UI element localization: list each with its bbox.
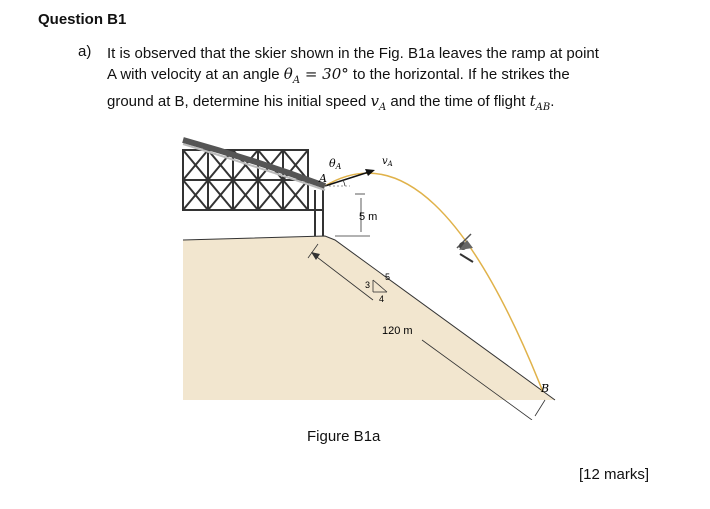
velocity-arrow xyxy=(324,170,373,187)
slope-label-3: 3 xyxy=(365,280,370,290)
time-symbol: tAB xyxy=(529,92,551,113)
length-label: 120 m xyxy=(382,325,413,337)
length-dim-line-b xyxy=(421,339,533,421)
height-label: 5 m xyxy=(359,211,377,223)
question-text: It is observed that the skier shown in t… xyxy=(107,43,687,118)
line3-text-c: . xyxy=(550,93,555,110)
slope-label-5: 5 xyxy=(385,272,390,282)
question-line-1: It is observed that the skier shown in t… xyxy=(107,45,599,62)
skier-icon xyxy=(456,233,474,263)
ramp-deck xyxy=(182,137,327,189)
length-arrow-start xyxy=(311,252,320,260)
theta-equation: θA = 30° xyxy=(283,65,349,86)
slope-label-4: 4 xyxy=(379,294,384,304)
point-a-label: A xyxy=(318,172,327,185)
ramp-deck-edge xyxy=(182,143,326,191)
question-line-2: A with velocity at an angle θA = 30° to … xyxy=(107,64,687,91)
angle-arc xyxy=(342,179,346,187)
theta-label: θA xyxy=(329,157,342,171)
marks-label: [12 marks] xyxy=(579,466,650,483)
figure-caption: Figure B1a xyxy=(307,428,381,445)
length-ext-top xyxy=(307,243,319,259)
question-line-3: ground at B, determine his initial speed… xyxy=(107,91,687,118)
line2-text-a: A with velocity at an angle xyxy=(107,66,284,83)
question-title: Question B1 xyxy=(38,11,127,28)
velocity-label: vA xyxy=(382,156,393,168)
line3-text-a: ground at B, determine his initial speed xyxy=(107,93,371,110)
length-dim-line-a xyxy=(312,253,374,301)
hill-ground xyxy=(183,236,555,400)
line3-text-b: and the time of flight xyxy=(386,93,530,110)
ski-jump-figure: θA A vA 5 m 3 5 4 120 m B xyxy=(175,130,595,421)
length-ext-bottom xyxy=(534,399,546,417)
trajectory-curve xyxy=(324,172,544,393)
hill-surface-line xyxy=(182,235,556,401)
velocity-symbol: vA xyxy=(370,92,387,113)
velocity-arrowhead xyxy=(365,169,375,176)
point-b-label: B xyxy=(540,382,549,395)
line2-text-b: to the horizontal. If he strikes the xyxy=(348,66,570,83)
part-label: a) xyxy=(78,43,92,60)
slope-triangle xyxy=(372,279,388,293)
ski-jump-svg: θA A vA 5 m 3 5 4 120 m B xyxy=(182,137,556,421)
